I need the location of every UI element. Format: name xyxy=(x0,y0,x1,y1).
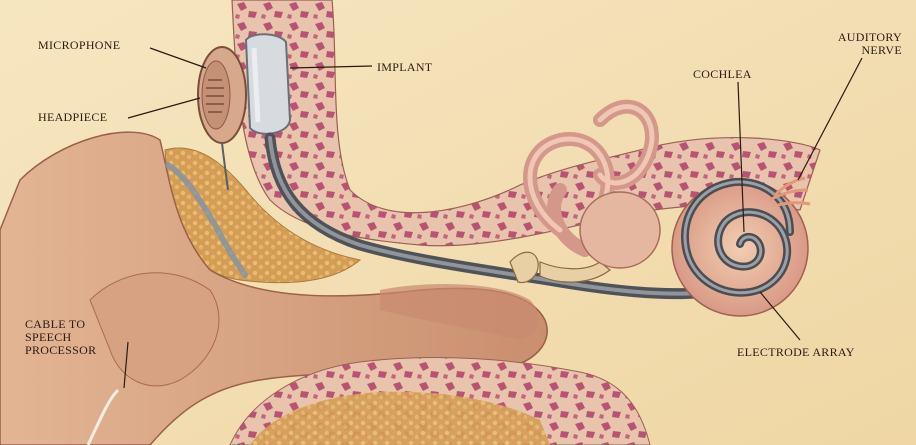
headpiece-rim xyxy=(202,61,230,129)
label-electrode-array: ELECTRODE ARRAY xyxy=(737,346,855,359)
label-auditory-nerve: AUDITORY NERVE xyxy=(812,31,902,57)
label-implant: IMPLANT xyxy=(377,61,432,74)
label-cochlea: COCHLEA xyxy=(693,68,752,81)
label-headpiece: HEADPIECE xyxy=(38,111,107,124)
label-microphone: MICROPHONE xyxy=(38,39,120,52)
vestibule xyxy=(580,192,660,268)
label-cable-to-speech-processor: CABLE TO SPEECH PROCESSOR xyxy=(25,318,96,357)
